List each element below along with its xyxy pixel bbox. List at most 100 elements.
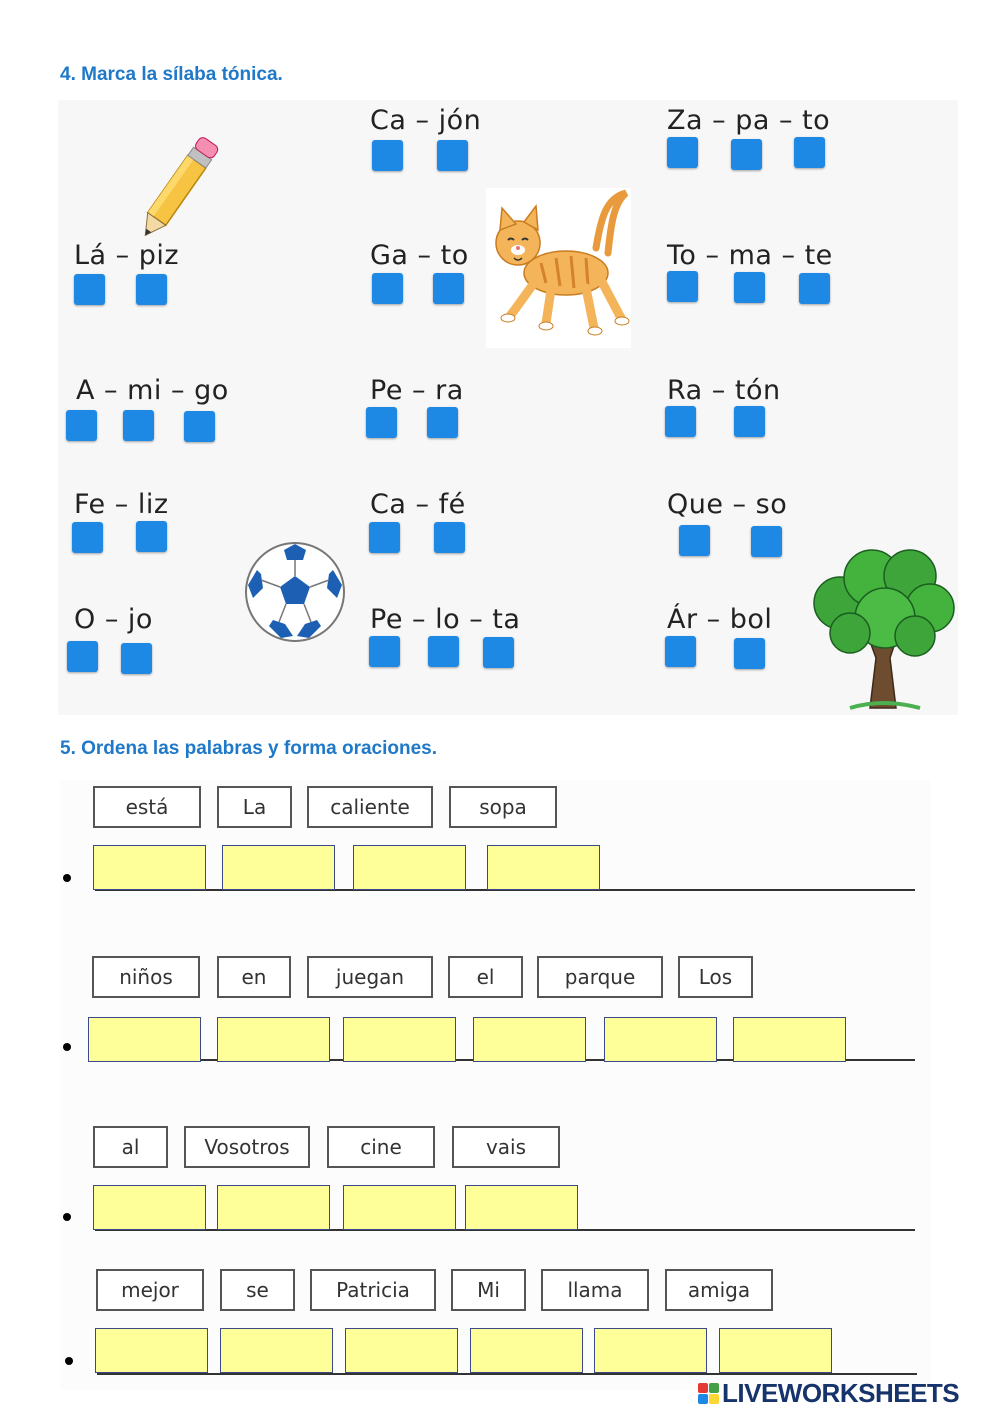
syllable-box[interactable] — [427, 407, 458, 438]
syllable-box[interactable] — [121, 643, 152, 674]
syllable-box[interactable] — [799, 273, 830, 304]
answer-box[interactable] — [93, 845, 206, 890]
word-tile: se — [220, 1269, 295, 1311]
syllable-box[interactable] — [731, 139, 762, 170]
syllable-box[interactable] — [751, 526, 782, 557]
syllable-box[interactable] — [434, 522, 465, 553]
word-tile: parque — [537, 956, 663, 998]
word-tile: caliente — [307, 786, 433, 828]
answer-box[interactable] — [220, 1328, 333, 1373]
answer-box[interactable] — [594, 1328, 707, 1373]
word-pelota: Pe – lo – ta — [370, 604, 521, 635]
syllable-box[interactable] — [483, 637, 514, 668]
exercise-4-title: 4. Marca la sílaba tónica. — [60, 64, 283, 85]
word-tile: llama — [541, 1269, 649, 1311]
syllable-box[interactable] — [66, 410, 97, 441]
cat-icon — [486, 188, 631, 348]
syllable-box[interactable] — [369, 522, 400, 553]
syllable-box[interactable] — [433, 273, 464, 304]
word-tomate: To – ma – te — [667, 240, 833, 271]
syllable-box[interactable] — [72, 522, 103, 553]
word-amigo: A – mi – go — [76, 375, 229, 406]
syllable-box[interactable] — [734, 638, 765, 669]
syllable-box[interactable] — [794, 137, 825, 168]
word-tile: sopa — [449, 786, 557, 828]
exercise-5-title: 5. Ordena las palabras y forma oraciones… — [60, 738, 437, 759]
syllable-box[interactable] — [667, 271, 698, 302]
word-zapato: Za – pa – to — [667, 105, 831, 136]
syllable-box[interactable] — [136, 521, 167, 552]
word-lapiz: Lá – piz — [74, 240, 180, 271]
word-feliz: Fe – liz — [74, 489, 169, 520]
brand-name: LIVEWORKSHEETS — [722, 1377, 960, 1408]
syllable-box[interactable] — [665, 636, 696, 667]
word-tile: Patricia — [310, 1269, 436, 1311]
word-tile: el — [448, 956, 523, 998]
bullet — [65, 1357, 73, 1365]
answer-box[interactable] — [222, 845, 335, 890]
bullet — [63, 874, 71, 882]
word-raton: Ra – tón — [667, 375, 781, 406]
answer-box[interactable] — [88, 1017, 201, 1062]
word-cajon: Ca – jón — [370, 105, 482, 136]
bullet — [63, 1213, 71, 1221]
tree-icon — [813, 549, 955, 710]
syllable-box[interactable] — [366, 407, 397, 438]
answer-box[interactable] — [93, 1185, 206, 1230]
answer-box[interactable] — [217, 1017, 330, 1062]
word-gato: Ga – to — [370, 240, 469, 271]
syllable-box[interactable] — [734, 272, 765, 303]
answer-box[interactable] — [733, 1017, 846, 1062]
word-pera: Pe – ra — [370, 375, 464, 406]
answer-box[interactable] — [95, 1328, 208, 1373]
word-tile: Los — [678, 956, 753, 998]
answer-box[interactable] — [345, 1328, 458, 1373]
word-tile: al — [93, 1126, 168, 1168]
liveworksheets-logo-icon — [698, 1382, 719, 1404]
liveworksheets-logo: LIVEWORKSHEETS — [698, 1377, 960, 1408]
answer-box[interactable] — [343, 1185, 456, 1230]
word-tile: vais — [452, 1126, 560, 1168]
syllable-box[interactable] — [667, 137, 698, 168]
answer-box[interactable] — [353, 845, 466, 890]
answer-box[interactable] — [343, 1017, 456, 1062]
word-tile: Vosotros — [184, 1126, 310, 1168]
answer-box[interactable] — [470, 1328, 583, 1373]
word-tile: La — [217, 786, 292, 828]
word-cafe: Ca – fé — [370, 489, 466, 520]
answer-box[interactable] — [719, 1328, 832, 1373]
word-arbol: Ár – bol — [667, 604, 773, 635]
word-tile: juegan — [307, 956, 433, 998]
syllable-box[interactable] — [734, 406, 765, 437]
word-tile: en — [217, 956, 291, 998]
syllable-box[interactable] — [74, 274, 105, 305]
answer-line — [97, 1373, 917, 1375]
syllable-box[interactable] — [123, 410, 154, 441]
word-tile: amiga — [665, 1269, 773, 1311]
word-tile: está — [93, 786, 201, 828]
pencil-icon — [144, 137, 219, 237]
syllable-box[interactable] — [372, 273, 403, 304]
syllable-box[interactable] — [437, 140, 468, 171]
syllable-box[interactable] — [369, 636, 400, 667]
syllable-box[interactable] — [428, 636, 459, 667]
syllable-box[interactable] — [665, 406, 696, 437]
word-tile: cine — [327, 1126, 435, 1168]
answer-box[interactable] — [217, 1185, 330, 1230]
soccer-ball-icon — [245, 542, 345, 642]
syllable-box[interactable] — [136, 274, 167, 305]
bullet — [63, 1043, 71, 1051]
word-ojo: O – jo — [74, 604, 153, 635]
answer-box[interactable] — [473, 1017, 586, 1062]
syllable-box[interactable] — [184, 411, 215, 442]
syllable-box[interactable] — [372, 140, 403, 171]
word-tile: mejor — [96, 1269, 204, 1311]
answer-box[interactable] — [465, 1185, 578, 1230]
syllable-box[interactable] — [67, 641, 98, 672]
word-tile: niños — [92, 956, 200, 998]
word-tile: Mi — [451, 1269, 526, 1311]
answer-box[interactable] — [487, 845, 600, 890]
syllable-box[interactable] — [679, 525, 710, 556]
word-queso: Que – so — [667, 489, 788, 520]
answer-box[interactable] — [604, 1017, 717, 1062]
